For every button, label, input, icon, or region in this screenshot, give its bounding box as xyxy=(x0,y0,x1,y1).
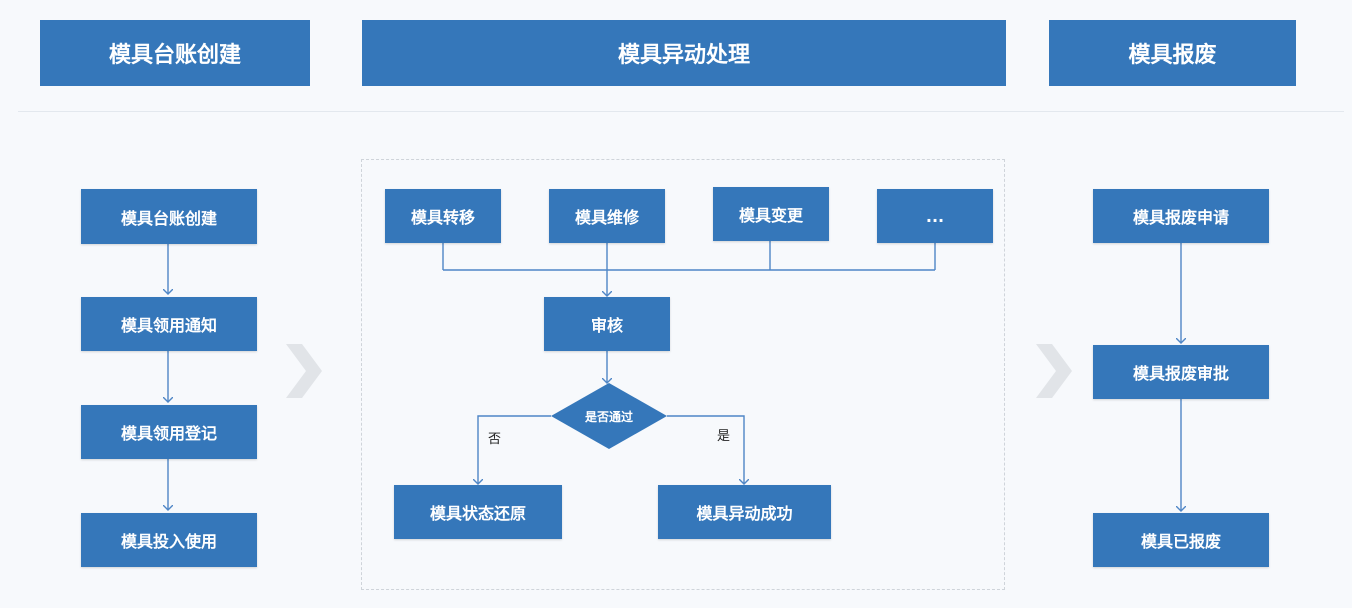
creation-step-2: 模具领用通知 xyxy=(81,297,257,351)
change-type-repair: 模具维修 xyxy=(549,189,665,243)
result-restore: 模具状态还原 xyxy=(394,485,562,539)
change-type-transfer: 模具转移 xyxy=(385,189,501,243)
scrap-step-1: 模具报废申请 xyxy=(1093,189,1269,243)
creation-step-4: 模具投入使用 xyxy=(81,513,257,567)
creation-step-1: 模具台账创建 xyxy=(81,189,257,244)
header-change: 模具异动处理 xyxy=(362,20,1006,86)
header-divider xyxy=(18,111,1344,112)
change-process-container xyxy=(361,159,1005,590)
yes-branch-label: 是 xyxy=(717,429,731,444)
header-creation: 模具台账创建 xyxy=(40,20,310,86)
scrap-step-2: 模具报废审批 xyxy=(1093,345,1269,399)
change-type-modify: 模具变更 xyxy=(713,187,829,241)
change-type-more: ... xyxy=(877,189,993,243)
header-scrap: 模具报废 xyxy=(1049,20,1296,86)
creation-step-3: 模具领用登记 xyxy=(81,405,257,459)
arrow-no-branch xyxy=(478,415,551,484)
review-box: 审核 xyxy=(544,297,670,351)
decision-diamond xyxy=(551,383,667,449)
scrap-step-3: 模具已报废 xyxy=(1093,513,1269,567)
decision-label: 是否通过 xyxy=(584,409,633,424)
result-success: 模具异动成功 xyxy=(658,485,831,539)
no-branch-label: 否 xyxy=(488,432,502,447)
chevron-right-icon xyxy=(286,344,322,398)
chevron-right-icon-2 xyxy=(1036,344,1072,398)
arrow-yes-branch xyxy=(667,415,744,484)
